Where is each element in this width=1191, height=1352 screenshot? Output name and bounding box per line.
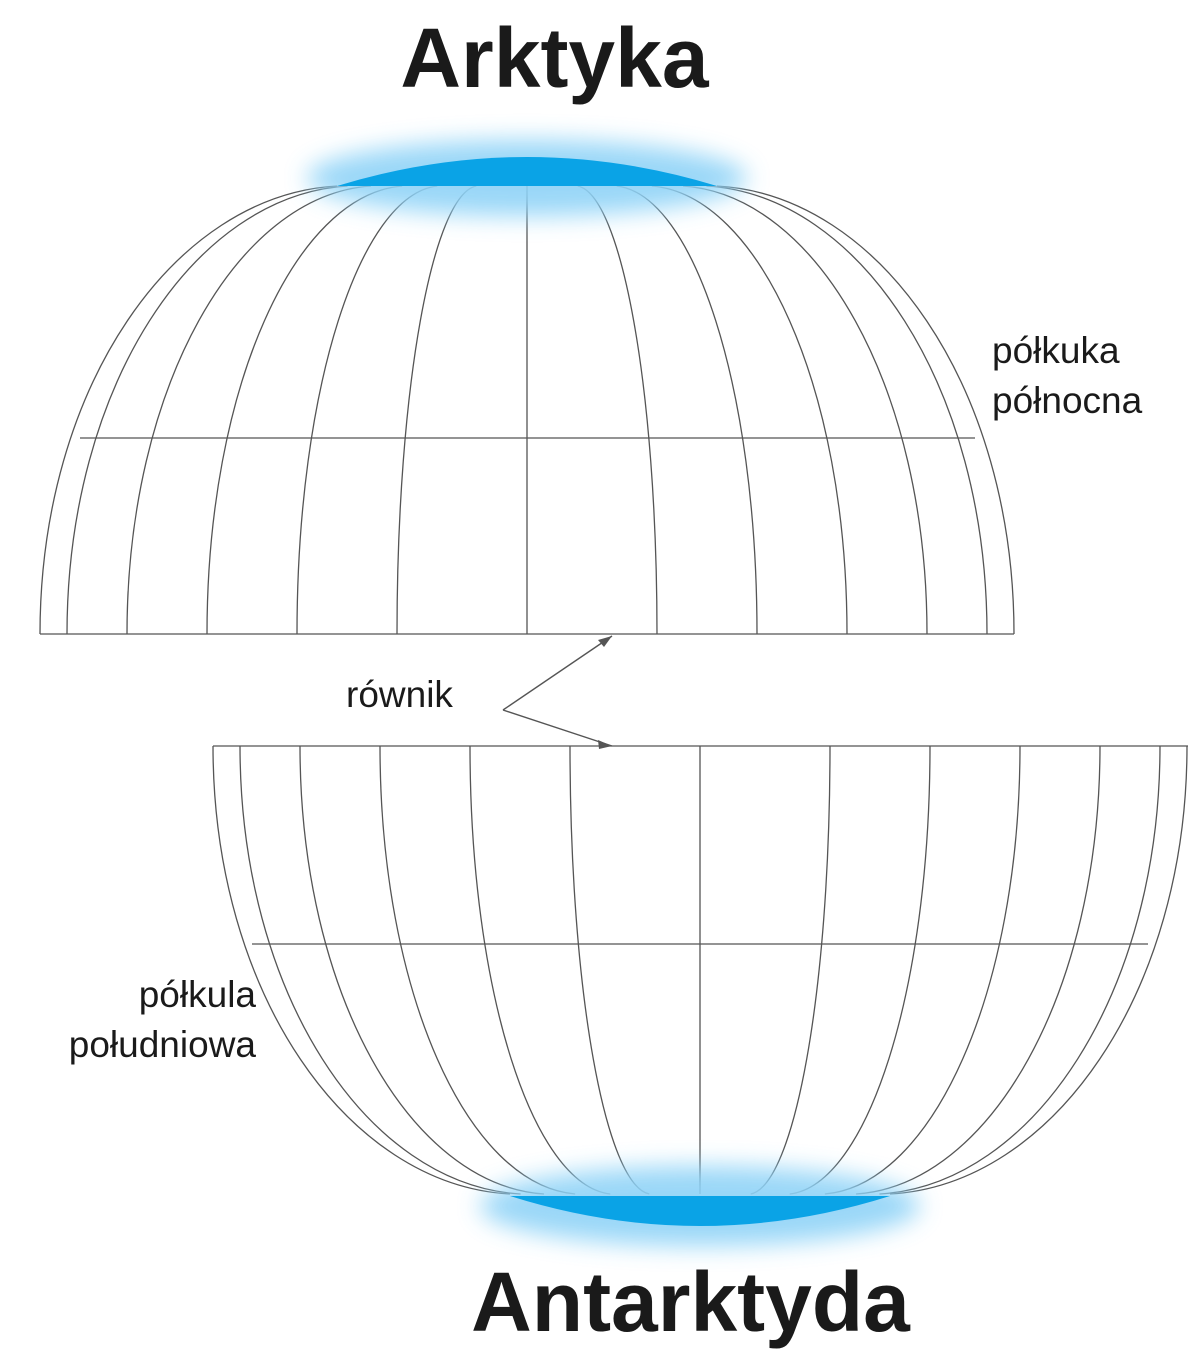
meridian-line xyxy=(617,186,757,634)
meridian-line xyxy=(652,186,847,634)
southern-hemisphere-label-line2: południowa xyxy=(6,1020,256,1070)
southern-hemisphere-graticule xyxy=(213,746,1188,1194)
pointer-to-north-equator xyxy=(503,636,612,710)
equator-label: równik xyxy=(346,670,453,720)
meridian-line xyxy=(879,746,1160,1194)
meridian-line xyxy=(240,746,521,1194)
northern-hemisphere-label: półkuka północna xyxy=(992,326,1142,426)
meridian-line xyxy=(40,186,337,634)
antarctica-label: Antarktyda xyxy=(0,1252,1191,1352)
arrowhead-icon xyxy=(598,740,612,749)
meridian-line xyxy=(207,186,402,634)
pointer-to-south-equator xyxy=(503,710,612,746)
meridian-line xyxy=(470,746,610,1194)
meridian-line xyxy=(856,746,1100,1194)
meridian-line xyxy=(67,186,348,634)
southern-hemisphere-label-line1: półkula xyxy=(6,970,256,1020)
arctic-label: Arktyka xyxy=(0,8,1191,108)
northern-hemisphere-label-line1: półkuka xyxy=(992,326,1142,376)
meridian-line xyxy=(717,186,1014,634)
meridian-line xyxy=(890,746,1187,1194)
meridian-line xyxy=(213,746,510,1194)
meridian-line xyxy=(825,746,1020,1194)
meridian-line xyxy=(706,186,987,634)
arrowhead-icon xyxy=(598,636,612,647)
northern-hemisphere-label-line2: północna xyxy=(992,376,1142,426)
meridian-line xyxy=(683,186,927,634)
equator-pointers xyxy=(503,636,612,749)
meridian-line xyxy=(790,746,930,1194)
meridian-line xyxy=(570,746,649,1194)
meridian-line xyxy=(127,186,371,634)
meridian-line xyxy=(380,746,575,1194)
meridian-line xyxy=(397,186,476,634)
meridian-line xyxy=(300,746,544,1194)
meridian-line xyxy=(751,746,830,1194)
meridian-line xyxy=(578,186,657,634)
meridian-line xyxy=(297,186,437,634)
northern-hemisphere-graticule xyxy=(40,186,1014,634)
southern-hemisphere-label: półkula południowa xyxy=(6,970,256,1070)
